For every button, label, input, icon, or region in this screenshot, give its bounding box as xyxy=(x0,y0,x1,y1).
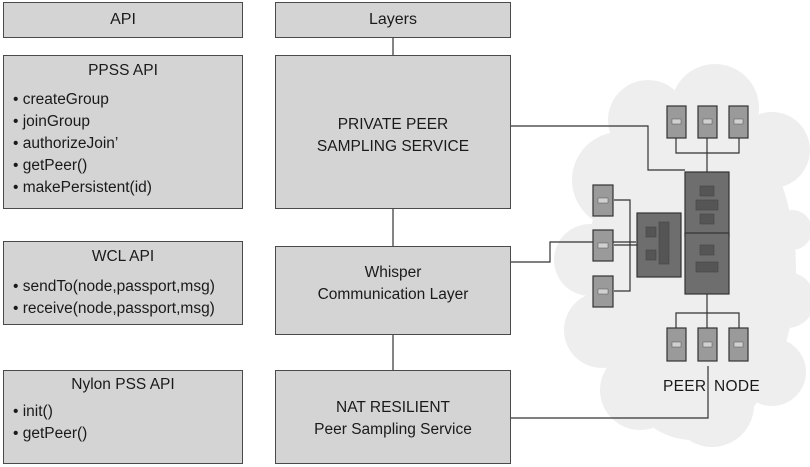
nylon-pss-api-title: Nylon PSS API xyxy=(71,376,175,393)
layer-title-line1: PRIVATE PEER xyxy=(337,116,449,133)
api-method: • authorizeJoin’ xyxy=(13,135,119,152)
api-method: • init() xyxy=(13,403,53,420)
ppss-api-box: PPSS API • createGroup • joinGroup • aut… xyxy=(3,55,243,209)
layer-title-line2: Peer Sampling Service xyxy=(314,421,472,438)
api-method: • createGroup xyxy=(13,91,109,108)
api-header-label: API xyxy=(110,11,136,28)
private-peer-sampling-service-layer: PRIVATE PEER SAMPLING SERVICE xyxy=(275,55,511,209)
whisper-communication-layer: Whisper Communication Layer xyxy=(275,246,511,335)
layers-header-label: Layers xyxy=(368,11,418,28)
layers-header: Layers xyxy=(275,2,511,38)
peer-links xyxy=(614,138,740,340)
layer-title-line1: Whisper xyxy=(364,264,422,281)
ppss-api-method-list: • createGroup • joinGroup • authorizeJoi… xyxy=(13,89,152,199)
api-method: • joinGroup xyxy=(13,113,90,130)
nat-resilient-peer-sampling-layer: NAT RESILIENT Peer Sampling Service xyxy=(275,370,511,464)
ppss-api-title: PPSS API xyxy=(88,62,158,79)
api-method: • makePersistent(id) xyxy=(13,179,152,196)
api-header: API xyxy=(3,2,243,38)
api-method: • getPeer() xyxy=(13,157,88,174)
api-method: • sendTo(node,passport,msg) xyxy=(13,278,215,295)
layer-title-line1: NAT RESILIENT xyxy=(336,399,450,416)
peer-label: PEER xyxy=(663,378,707,395)
peer-node xyxy=(636,171,730,295)
wcl-api-title: WCL API xyxy=(91,248,155,265)
layer-title-line2: SAMPLING SERVICE xyxy=(316,138,470,155)
layer-title-line2: Communication Layer xyxy=(317,286,469,303)
api-method: • receive(node,passport,msg) xyxy=(13,300,215,317)
nylon-pss-api-method-list: • init() • getPeer() xyxy=(13,401,87,445)
node-label: NODE xyxy=(714,378,760,395)
nylon-pss-api-box: Nylon PSS API • init() • getPeer() xyxy=(3,370,243,464)
wcl-api-method-list: • sendTo(node,passport,msg) • receive(no… xyxy=(13,276,215,320)
wcl-api-box: WCL API • sendTo(node,passport,msg) • re… xyxy=(3,241,243,325)
api-method: • getPeer() xyxy=(13,425,88,442)
